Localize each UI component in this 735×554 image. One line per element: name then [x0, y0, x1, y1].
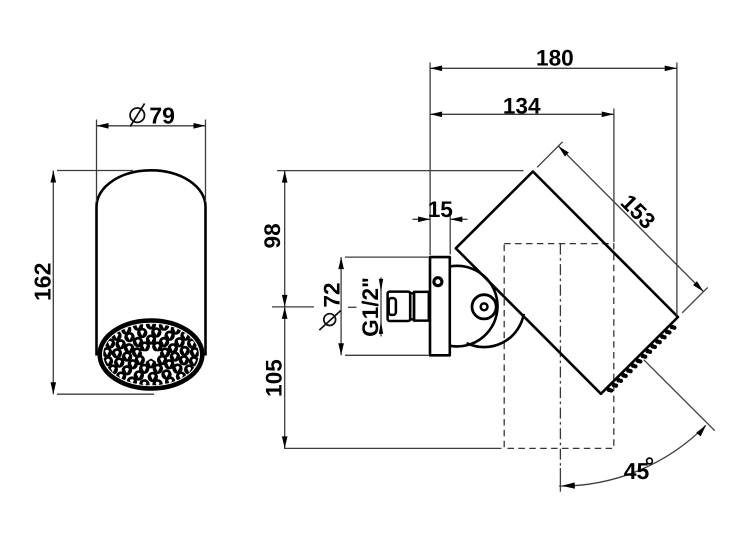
svg-text:45: 45 — [624, 458, 650, 484]
svg-text:180: 180 — [536, 46, 574, 71]
svg-text:98: 98 — [260, 223, 285, 248]
svg-text:162: 162 — [29, 263, 55, 301]
svg-text:79: 79 — [149, 102, 175, 128]
svg-text:105: 105 — [262, 359, 287, 397]
svg-text:134: 134 — [503, 94, 541, 119]
svg-text:72: 72 — [320, 282, 345, 307]
svg-text:15: 15 — [428, 197, 453, 222]
svg-text:G1/2": G1/2" — [358, 277, 383, 337]
